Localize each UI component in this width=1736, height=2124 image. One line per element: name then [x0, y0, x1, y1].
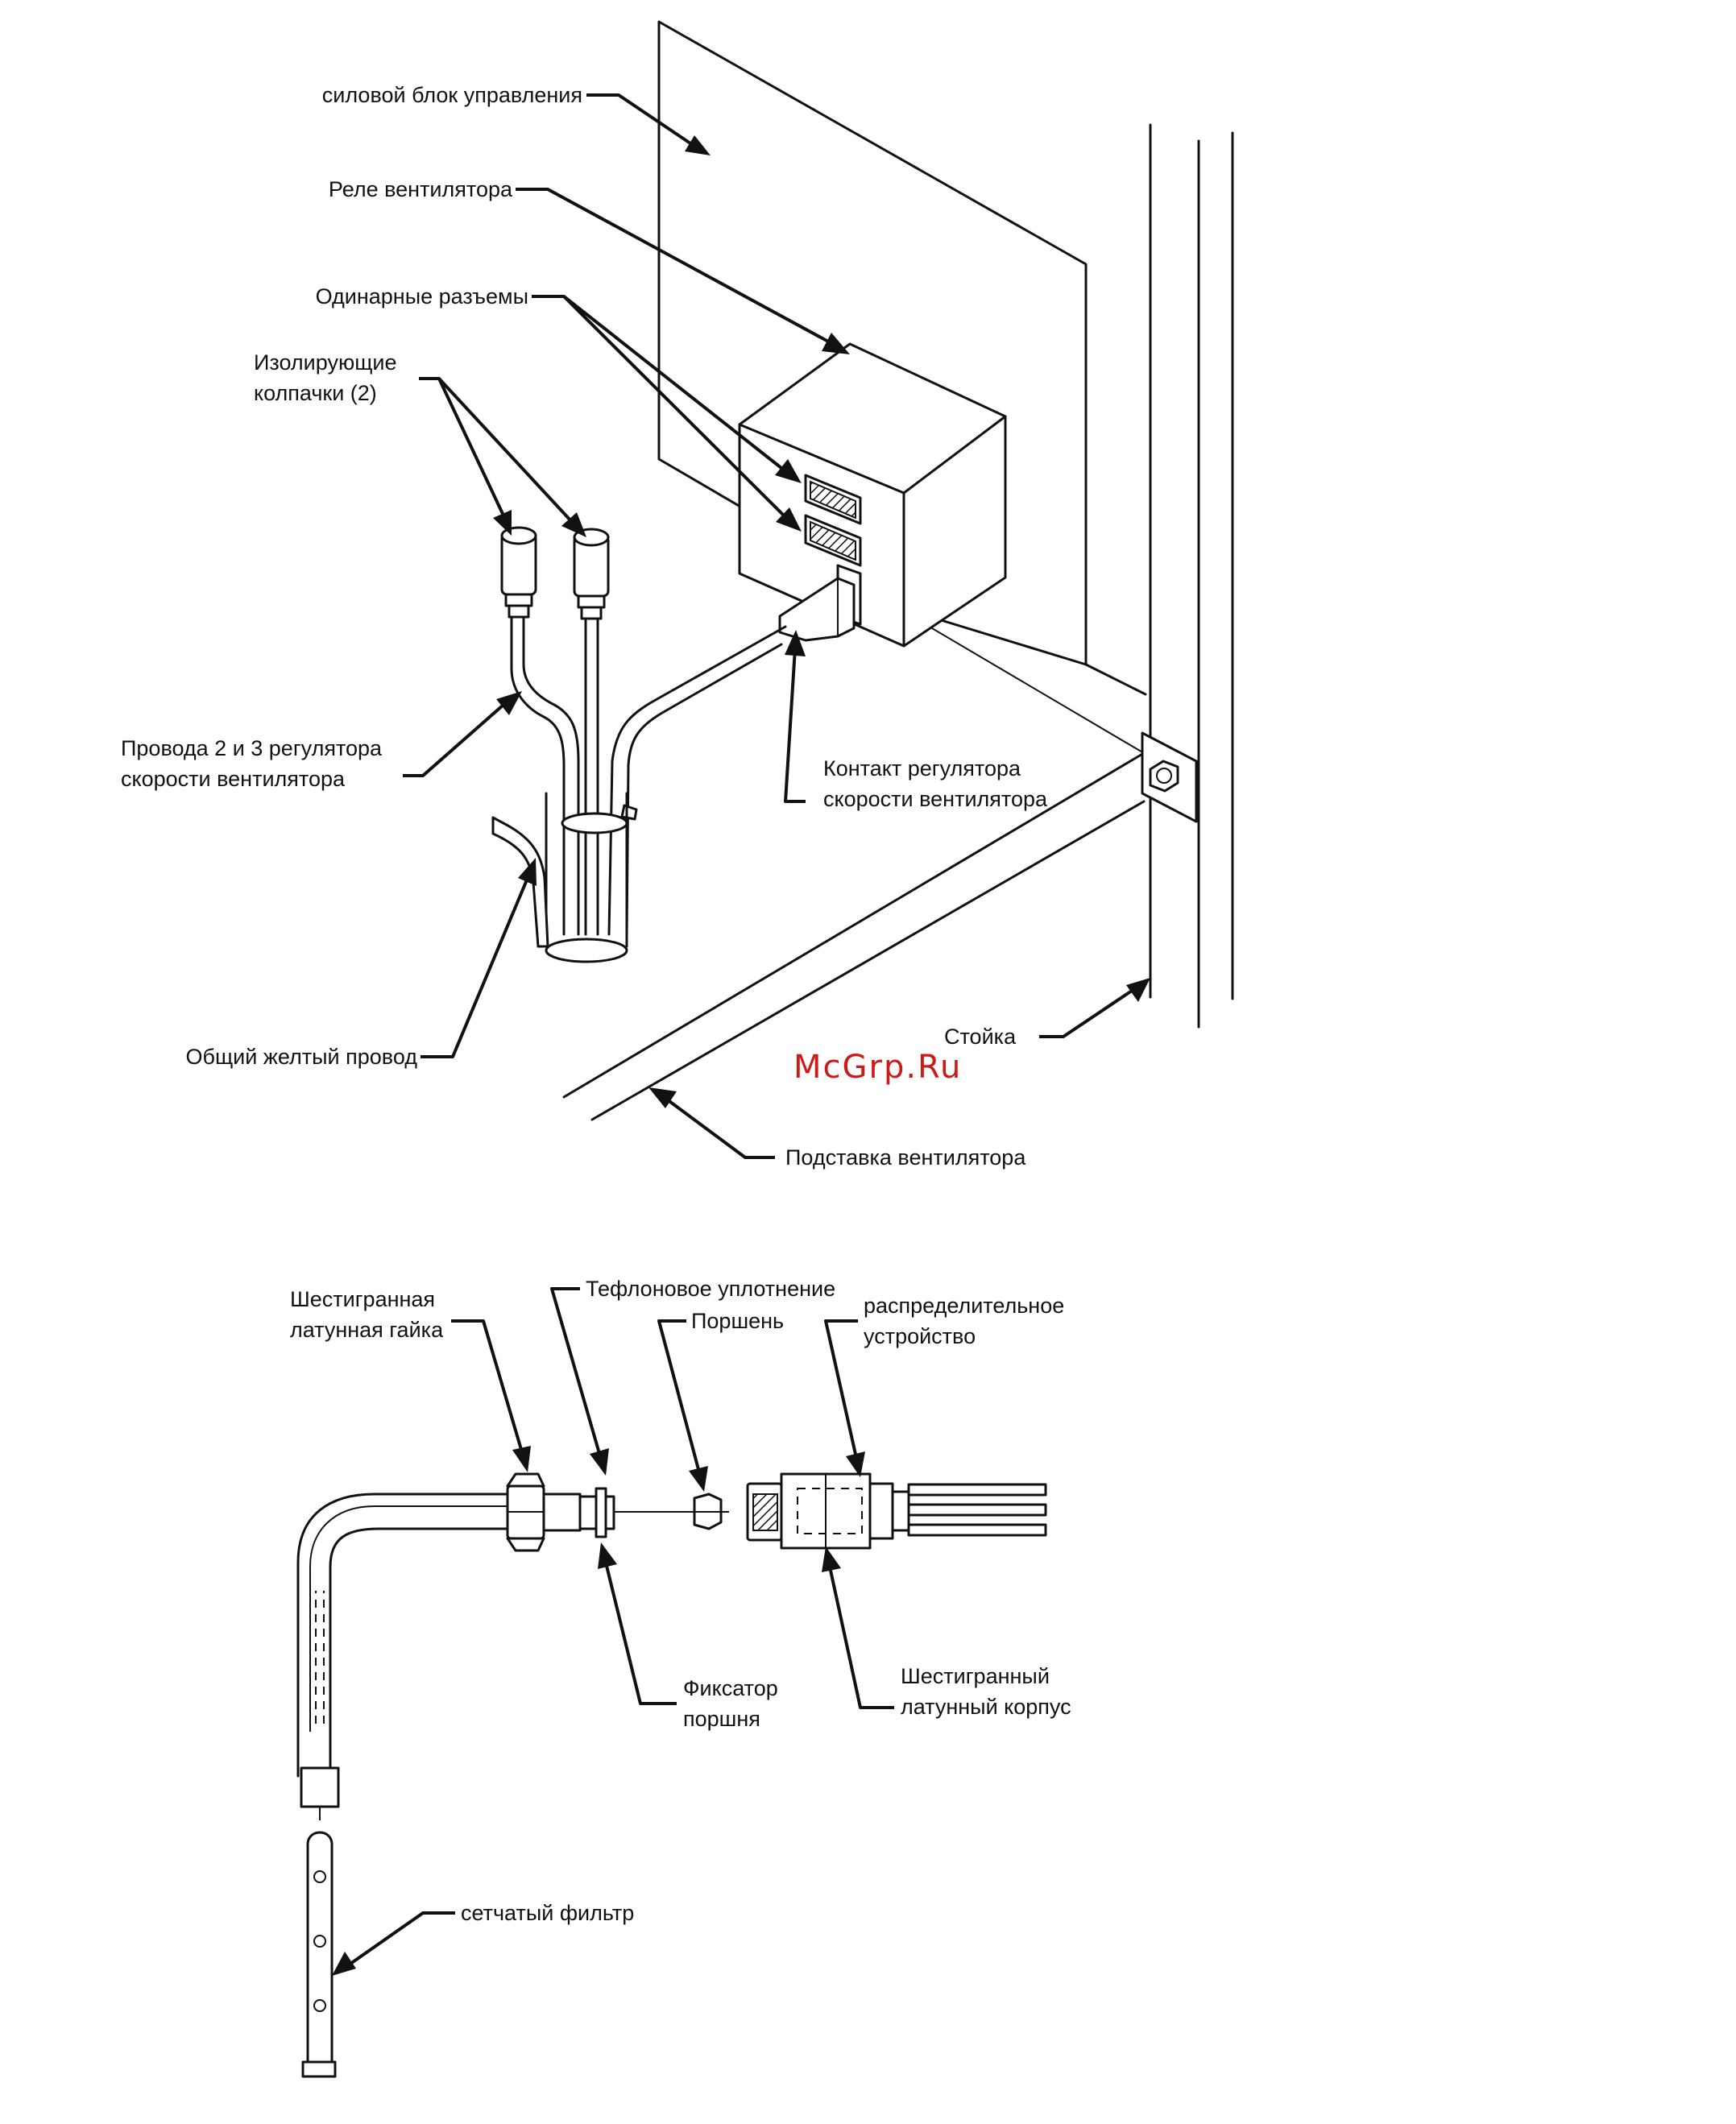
label-speed-contact-1: Контакт регулятора — [823, 756, 1021, 780]
piston-retainer — [578, 1487, 615, 1538]
speed-contact-plug — [778, 564, 862, 642]
insulating-cap-right — [573, 528, 610, 620]
refrigerant-tube — [296, 1493, 517, 1820]
single-connector-upper — [804, 474, 862, 525]
label-common-yellow-wire: Общий желтый провод — [185, 1045, 417, 1069]
relay-box — [738, 342, 1007, 648]
hex-brass-nut — [506, 1472, 582, 1552]
label-insulating-caps-1: Изолирующие — [254, 350, 397, 375]
single-connector-lower — [804, 514, 862, 567]
piston — [693, 1493, 723, 1530]
label-fan-relay: Реле вентилятора — [329, 177, 513, 201]
label-control-box: силовой блок управления — [322, 83, 582, 107]
fan-stand — [562, 619, 1146, 1121]
label-teflon-seal: Тефлоновое уплотнение — [586, 1277, 835, 1301]
bottom-leaders — [332, 1287, 894, 1976]
top-labels: силовой блок управления Реле вентилятора… — [121, 83, 1048, 1170]
distributor-body — [746, 1472, 1047, 1550]
label-piston-retainer-1: Фиксатор — [683, 1676, 778, 1700]
top-figure: силовой блок управления Реле вентилятора… — [121, 20, 1234, 1170]
wire-bundle — [491, 615, 787, 963]
post — [1149, 123, 1234, 1029]
label-hex-nut-2: латунная гайка — [290, 1318, 444, 1342]
mounting-bracket — [1141, 731, 1198, 823]
label-single-connectors: Одинарные разъемы — [316, 284, 528, 308]
bottom-figure: Шестигранная латунная гайка Тефлоновое у… — [290, 1277, 1071, 2078]
label-hex-nut-1: Шестигранная — [290, 1287, 435, 1311]
label-speed-contact-2: скорости вентилятора — [823, 787, 1048, 811]
label-insulating-caps-2: колпачки (2) — [254, 381, 377, 405]
label-speed-wires-2: скорости вентилятора — [121, 767, 346, 791]
label-strainer: сетчатый фильтр — [461, 1901, 634, 1925]
bolt-icon — [1149, 760, 1179, 793]
label-fan-stand: Подставка вентилятора — [785, 1145, 1026, 1170]
label-distributor-2: устройство — [864, 1324, 976, 1348]
label-post: Стойка — [944, 1025, 1017, 1049]
label-speed-wires-1: Провода 2 и 3 регулятора — [121, 736, 383, 760]
label-piston: Поршень — [691, 1309, 784, 1333]
label-hex-body-1: Шестигранный — [901, 1664, 1050, 1688]
label-distributor-1: распределительное — [864, 1294, 1064, 1318]
strainer — [301, 1831, 337, 2078]
label-hex-body-2: латунный корпус — [901, 1695, 1071, 1719]
top-leaders — [403, 93, 1150, 1159]
insulating-cap-left — [500, 526, 537, 619]
bottom-labels: Шестигранная латунная гайка Тефлоновое у… — [290, 1277, 1071, 1925]
watermark: McGrp.Ru — [793, 1049, 962, 1086]
label-piston-retainer-2: поршня — [683, 1707, 760, 1731]
